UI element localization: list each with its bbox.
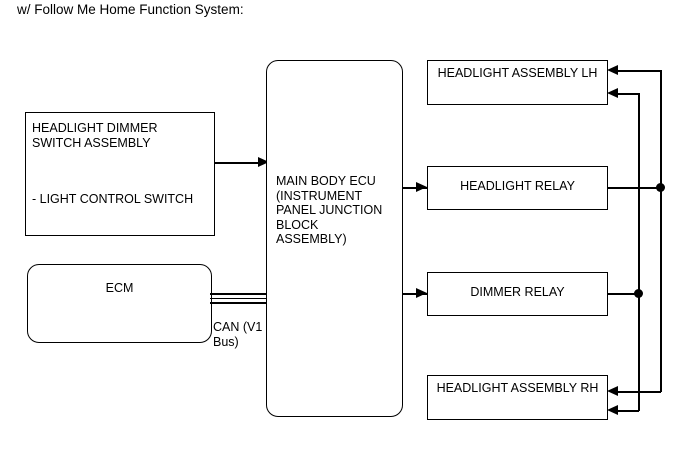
arrowhead-ecu-to-dimmer-relay <box>416 288 427 298</box>
block-headlight-assembly-rh-label: HEADLIGHT ASSEMBLY RH <box>436 381 599 395</box>
wire-ecu-to-headlight-relay <box>403 187 427 189</box>
arrowhead-bus-to-rh-top <box>607 386 618 396</box>
wire-headlight-relay-to-bus <box>608 187 662 189</box>
arrowhead-ecu-to-headlight-relay <box>416 182 427 192</box>
wire-dimmer-switch-to-ecu <box>215 162 262 164</box>
can-bus-line-1 <box>210 293 272 295</box>
block-headlight-assembly-rh: HEADLIGHT ASSEMBLY RH <box>427 375 608 420</box>
block-headlight-dimmer-switch-assembly: HEADLIGHT DIMMER SWITCH ASSEMBLY - LIGHT… <box>25 112 215 236</box>
can-bus-line-3 <box>210 302 272 304</box>
can-bus-line-2 <box>210 297 272 299</box>
block-headlight-dimmer-switch-assembly-label: HEADLIGHT DIMMER SWITCH ASSEMBLY <box>32 121 158 150</box>
arrowhead-bus-to-rh-second <box>607 405 618 415</box>
block-headlight-assembly-lh-label: HEADLIGHT ASSEMBLY LH <box>437 66 598 80</box>
block-ecm: ECM <box>27 264 212 343</box>
wire-dimmer-relay-to-bus <box>608 293 640 295</box>
junction-dot-dimmer-relay <box>634 289 643 298</box>
block-main-body-ecu: MAIN BODY ECU (INSTRUMENT PANEL JUNCTION… <box>266 60 403 417</box>
block-dimmer-relay-label: DIMMER RELAY <box>470 285 565 299</box>
arrowhead-bus-to-lh-second <box>607 88 618 98</box>
wire-bus-to-rh-second <box>613 410 639 412</box>
block-main-body-ecu-label: MAIN BODY ECU (INSTRUMENT PANEL JUNCTION… <box>276 174 383 246</box>
diagram-title: w/ Follow Me Home Function System: <box>17 2 244 17</box>
block-headlight-relay-label: HEADLIGHT RELAY <box>460 179 575 193</box>
arrowhead-bus-to-lh-top <box>607 65 618 75</box>
junction-dot-headlight-relay <box>656 183 665 192</box>
wire-bus-to-lh-second <box>613 93 639 95</box>
block-light-control-switch-label: - LIGHT CONTROL SWITCH <box>32 192 194 206</box>
block-headlight-assembly-lh: HEADLIGHT ASSEMBLY LH <box>427 60 608 105</box>
wire-outer-vertical-bus <box>660 70 662 392</box>
can-bus-label: CAN (V1 Bus) <box>213 320 263 349</box>
block-headlight-relay: HEADLIGHT RELAY <box>427 166 608 210</box>
wire-bus-to-lh-top <box>613 70 661 72</box>
block-dimmer-relay: DIMMER RELAY <box>427 272 608 316</box>
block-ecm-label: ECM <box>105 281 134 295</box>
wire-ecu-to-dimmer-relay <box>403 293 427 295</box>
wire-bus-to-rh-top <box>613 391 661 393</box>
arrowhead-dimmer-switch-to-ecu <box>258 157 269 167</box>
wire-inner-vertical-bus <box>638 93 640 411</box>
